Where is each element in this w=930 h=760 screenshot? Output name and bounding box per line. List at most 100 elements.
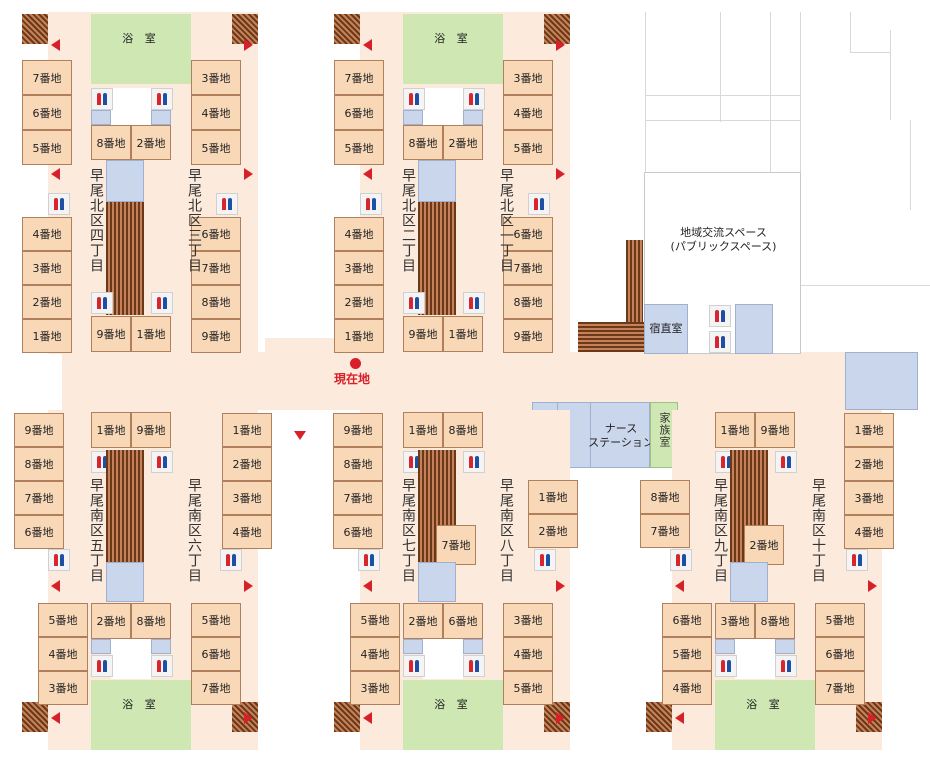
room-lot: 3番地 (38, 671, 88, 705)
room-lot: 8番地 (503, 285, 553, 319)
room-lot: 5番地 (662, 637, 712, 671)
room-lot: 6番地 (334, 95, 384, 130)
room-blue (715, 639, 735, 654)
room-lot: 2番地 (131, 125, 171, 160)
room-blue (403, 110, 423, 125)
room-lot: 2番地 (222, 447, 272, 481)
ward-label: 早尾南区八丁目 (498, 478, 514, 583)
room-lot: 5番地 (503, 130, 553, 165)
room-lot: 4番地 (350, 637, 400, 671)
void-area (111, 88, 151, 125)
arrow-left-icon (363, 712, 372, 724)
void-area (111, 639, 151, 679)
room-lot: 8番地 (191, 285, 241, 319)
restroom-icon (775, 655, 797, 677)
room-blue (463, 110, 483, 125)
room-lot: 7番地 (334, 60, 384, 95)
room-lot: 1番地 (844, 413, 894, 447)
restroom-icon (151, 88, 173, 110)
room-lot: 6番地 (662, 603, 712, 637)
room-lot: 7番地 (191, 251, 241, 285)
current-location-dot (350, 358, 361, 369)
room-lot: 4番地 (334, 217, 384, 251)
public-room-blue (735, 304, 773, 354)
family-room-label: 家族室 (658, 412, 671, 448)
room-lot: 3番地 (191, 60, 241, 95)
restroom-icon (360, 193, 382, 215)
restroom-icon (48, 549, 70, 571)
room-lot: 1番地 (334, 319, 384, 353)
arrow-left-icon (51, 712, 60, 724)
restroom-icon (463, 655, 485, 677)
room-blue (151, 639, 171, 654)
restroom-icon (216, 193, 238, 215)
room-blue (463, 639, 483, 654)
room-lot: 3番地 (350, 671, 400, 705)
room-lot: 5番地 (503, 671, 553, 705)
east-room (845, 352, 918, 410)
ward-label: 早尾南区五丁目 (88, 478, 104, 583)
room-lot: 1番地 (222, 413, 272, 447)
arrow-right-icon (244, 712, 253, 724)
restroom-icon (403, 88, 425, 110)
arrow-down-icon (294, 431, 306, 440)
restroom-icon (403, 655, 425, 677)
arrow-right-icon (868, 712, 877, 724)
arrow-left-icon (363, 168, 372, 180)
bath-room: 浴 室 (91, 680, 191, 750)
restroom-icon (151, 655, 173, 677)
restroom-icon (91, 88, 113, 110)
room-lot: 5番地 (22, 130, 72, 165)
main-corridor (62, 352, 847, 410)
room-lot: 4番地 (662, 671, 712, 705)
duty-room (644, 304, 688, 354)
restroom-icon (151, 292, 173, 314)
room-lot: 4番地 (191, 95, 241, 130)
duty-room-label: 宿直室 (649, 322, 683, 335)
room-blue (418, 562, 456, 602)
arrow-left-icon (675, 712, 684, 724)
room-lot: 7番地 (815, 671, 865, 705)
room-blue (106, 562, 144, 602)
restroom-icon (709, 305, 731, 327)
room-blue (403, 639, 423, 654)
restroom-icon (528, 193, 550, 215)
restroom-icon (220, 549, 242, 571)
arrow-left-icon (51, 39, 60, 51)
restroom-icon (91, 655, 113, 677)
restroom-icon (463, 292, 485, 314)
room-lot: 5番地 (815, 603, 865, 637)
room-lot: 1番地 (528, 480, 578, 514)
room-lot: 5番地 (191, 130, 241, 165)
room-lot: 9番地 (333, 413, 383, 447)
room-lot: 4番地 (503, 95, 553, 130)
room-lot: 2番地 (844, 447, 894, 481)
room-lot: 6番地 (503, 217, 553, 251)
room-lot: 5番地 (334, 130, 384, 165)
room-lot: 8番地 (640, 480, 690, 514)
restroom-icon (48, 193, 70, 215)
room-lot: 5番地 (38, 603, 88, 637)
ward-label: 早尾北区一丁目 (498, 168, 514, 273)
room-lot: 2番地 (403, 603, 443, 639)
room-lot: 1番地 (403, 412, 443, 448)
room-lot: 4番地 (503, 637, 553, 671)
arrow-right-icon (244, 580, 253, 592)
restroom-icon (846, 549, 868, 571)
room-lot: 6番地 (815, 637, 865, 671)
bath-room: 浴 室 (403, 680, 503, 750)
room-lot: 1番地 (22, 319, 72, 353)
room-lot: 8番地 (755, 603, 795, 639)
room-lot: 6番地 (333, 515, 383, 549)
stairs (334, 702, 360, 732)
room-lot: 3番地 (844, 481, 894, 515)
room-lot: 5番地 (350, 603, 400, 637)
nurse-station-label: ナース ステーション (588, 422, 654, 449)
room-blue (151, 110, 171, 125)
void-area (423, 88, 463, 125)
arrow-right-icon (556, 39, 565, 51)
room-lot: 7番地 (22, 60, 72, 95)
ward-label: 早尾北区三丁目 (186, 168, 202, 273)
restroom-icon (715, 655, 737, 677)
